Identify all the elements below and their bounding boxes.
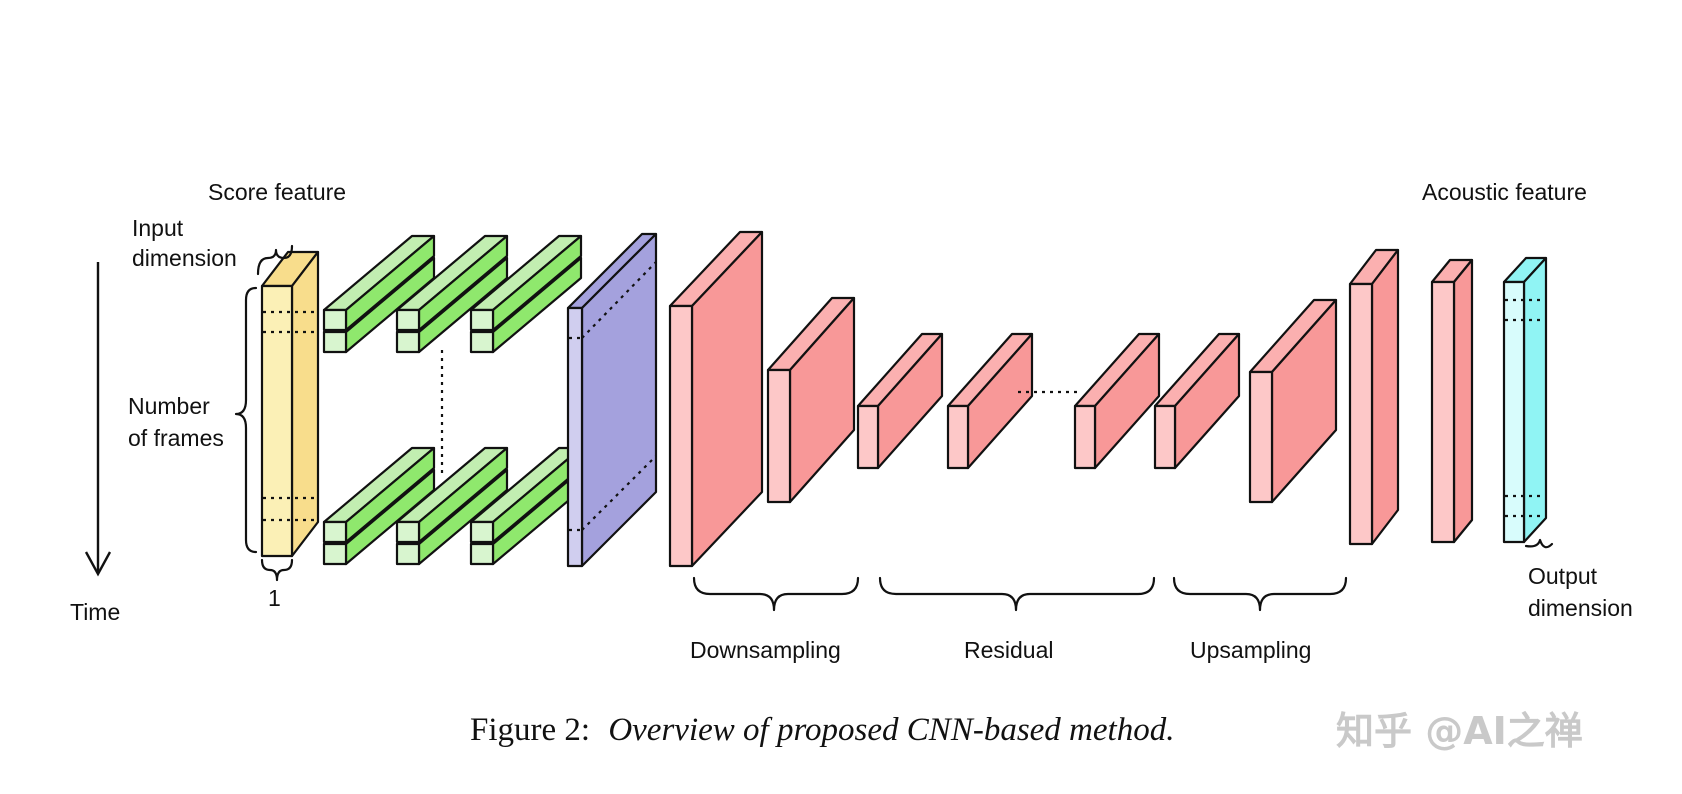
downsampling-brace xyxy=(692,576,860,612)
green-filter-bar-7-front xyxy=(322,520,348,544)
red-conv-layer-7-front xyxy=(1348,282,1374,546)
red-conv-layer-5-front xyxy=(1153,404,1177,470)
residual-brace xyxy=(878,576,1156,612)
green-filter-bar-1 xyxy=(322,234,436,332)
red-conv-layer-1-front xyxy=(766,368,792,504)
red-conv-layer-6-front xyxy=(1248,370,1274,504)
red-conv-layer-2 xyxy=(856,332,944,470)
red-conv-layer-8-front xyxy=(1430,280,1456,544)
green-filter-bar-7 xyxy=(322,446,436,544)
green-filter-group xyxy=(322,234,583,566)
figure-caption-text: Overview of proposed CNN-based method. xyxy=(608,712,1174,748)
red-conv-layer-5 xyxy=(1153,332,1241,470)
purple-feature-block xyxy=(566,232,658,568)
green-filter-bar-2-front xyxy=(395,330,421,354)
green-filter-bar-9-front xyxy=(395,520,421,544)
number-of-frames-label-line1: Number xyxy=(128,393,210,419)
green-filter-bar-10-front xyxy=(469,542,495,566)
green-filter-bar-11 xyxy=(469,446,583,544)
output-dimension-label-line2: dimension xyxy=(1528,595,1633,621)
red-conv-layers xyxy=(668,230,1474,568)
red-conv-layer-6 xyxy=(1248,298,1338,504)
red-conv-layer-3-front xyxy=(946,404,970,470)
input-score-feature-block xyxy=(260,250,320,558)
red-conv-layer-7-side xyxy=(1370,248,1400,546)
red-conv-layer-7 xyxy=(1348,248,1400,546)
red-conv-layer-4 xyxy=(1073,332,1161,470)
green-filter-bar-0-front xyxy=(322,330,348,354)
upsampling-label: Upsampling xyxy=(1190,637,1311,663)
output-dimension-brace xyxy=(1524,538,1554,549)
acoustic-feature-label: Acoustic feature xyxy=(1422,179,1587,205)
input-dimension-brace xyxy=(256,244,294,276)
green-filter-bar-9 xyxy=(395,446,509,544)
downsampling-label: Downsampling xyxy=(690,637,841,663)
score-feature-label: Score feature xyxy=(208,179,346,205)
red-conv-layer-0-front xyxy=(668,304,694,568)
upsampling-brace xyxy=(1172,576,1348,612)
red-conv-layer-2-front xyxy=(856,404,880,470)
red-conv-layer-8 xyxy=(1430,258,1474,544)
red-conv-layer-4-front xyxy=(1073,404,1097,470)
residual-label: Residual xyxy=(964,637,1054,663)
green-filter-bar-3-front xyxy=(395,308,421,332)
green-filter-bar-4-front xyxy=(469,330,495,354)
red-conv-layer-3 xyxy=(946,332,1034,470)
red-conv-layer-1 xyxy=(766,296,856,504)
watermark-text: 知乎 @AI之禅 xyxy=(1336,709,1583,753)
green-filter-bar-8-front xyxy=(395,542,421,566)
number-of-frames-label-line2: of frames xyxy=(128,425,224,451)
green-filter-bar-11-front xyxy=(469,520,495,544)
figure-caption-prefix: Figure 2: xyxy=(470,712,590,748)
output-acoustic-feature-block xyxy=(1502,256,1548,544)
time-arrow xyxy=(84,262,112,577)
input-dimension-label-line1: Input xyxy=(132,215,184,241)
number-of-frames-brace xyxy=(234,286,258,554)
width-one-label: 1 xyxy=(268,585,281,611)
figure-caption: Figure 2: Overview of proposed CNN-based… xyxy=(470,712,1174,748)
green-filter-bar-3 xyxy=(395,234,509,332)
green-filter-bar-5-front xyxy=(469,308,495,332)
output-dimension-label-line1: Output xyxy=(1528,563,1598,589)
red-conv-layer-8-side xyxy=(1452,258,1474,544)
time-label: Time xyxy=(70,599,120,625)
width-one-brace xyxy=(260,558,294,582)
input-dimension-label-line2: dimension xyxy=(132,245,237,271)
red-conv-layer-0 xyxy=(668,230,764,568)
green-filter-bar-6-front xyxy=(322,542,348,566)
green-filter-bar-5 xyxy=(469,234,583,332)
green-filter-bar-1-front xyxy=(322,308,348,332)
